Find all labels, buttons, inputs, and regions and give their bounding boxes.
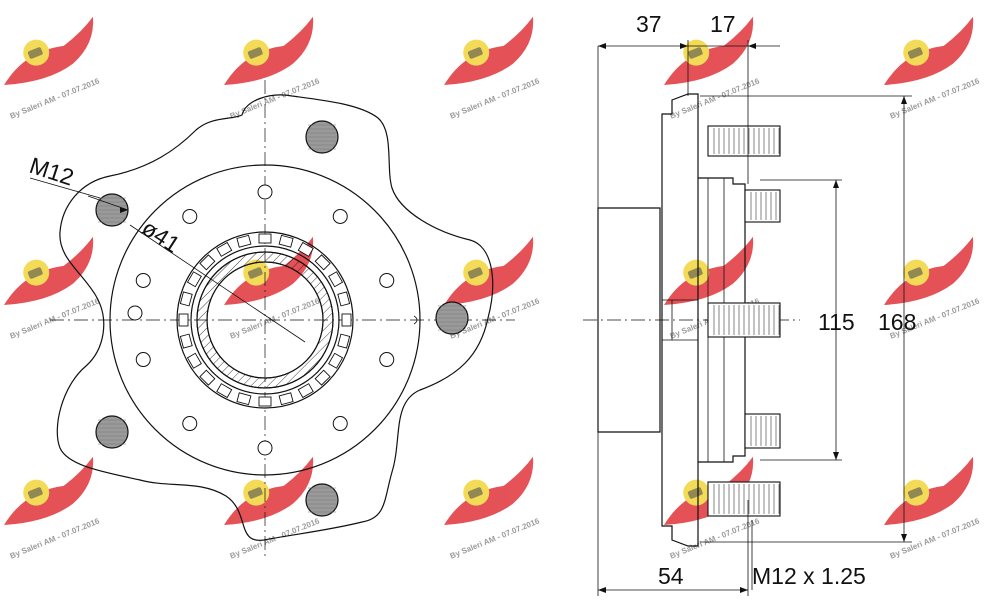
- wheel-stud: [707, 481, 781, 517]
- arrowhead: [598, 587, 606, 593]
- abs-tooth: [314, 254, 331, 271]
- abs-tooth: [216, 241, 233, 257]
- mounting-hole: [332, 208, 348, 224]
- mounting-hole: [182, 208, 198, 224]
- watermark-logo: By Saleri AM - 07.07.2016: [884, 456, 981, 561]
- mounting-hole: [257, 440, 273, 456]
- abs-teeth: [178, 233, 352, 407]
- mounting-hole: [379, 272, 395, 288]
- wheel-studs: [707, 125, 781, 517]
- thread-label: M12: [26, 152, 77, 191]
- mounting-hole: [332, 416, 348, 432]
- m12-leader: [29, 177, 101, 199]
- abs-tooth: [178, 313, 189, 327]
- arrowhead: [748, 43, 756, 49]
- front-view: M12 ø41: [26, 80, 515, 560]
- dim-length: 54: [658, 563, 684, 589]
- abs-tooth: [328, 271, 344, 288]
- watermark-logo: By Saleri AM - 07.07.2016: [224, 16, 321, 121]
- wheel-stud: [707, 302, 781, 338]
- dim-flange: 168: [878, 309, 916, 335]
- arrowhead: [598, 43, 606, 49]
- abs-tooth: [179, 291, 193, 307]
- arrowhead: [680, 43, 688, 49]
- hub-body: [597, 207, 661, 433]
- wheel-stud: [744, 189, 781, 223]
- wheel-stud: [707, 125, 781, 157]
- mounting-hole: [379, 352, 395, 368]
- flange-notch: [413, 315, 418, 325]
- arrowhead: [901, 534, 907, 542]
- abs-tooth: [236, 234, 252, 248]
- pilot-lip: [661, 299, 673, 341]
- abs-tooth: [258, 396, 272, 407]
- abs-tooth: [179, 333, 193, 349]
- side-view: 37 17 115 168 54 M12 x 1.25: [583, 11, 916, 596]
- abs-tooth: [258, 233, 272, 244]
- mounting-hole: [257, 184, 273, 200]
- abs-tooth: [297, 383, 314, 399]
- abs-tooth: [186, 271, 202, 288]
- abs-tooth: [328, 352, 344, 369]
- hub-flange: [661, 93, 699, 547]
- abs-tooth: [236, 392, 252, 406]
- mounting-holes: [127, 184, 395, 456]
- arrowhead: [833, 180, 839, 188]
- flange-outline: [56, 94, 494, 541]
- bearing-hatch: [196, 251, 334, 389]
- mounting-hole: [182, 416, 198, 432]
- arrowhead: [833, 452, 839, 460]
- dim-top-right: 17: [710, 11, 736, 37]
- abs-tooth: [216, 383, 233, 399]
- arrowhead: [740, 587, 748, 593]
- abs-tooth: [199, 369, 216, 386]
- bore-leader: [129, 224, 306, 343]
- abs-tooth: [314, 369, 331, 386]
- arrowhead: [120, 207, 128, 213]
- arrowhead: [901, 96, 907, 104]
- watermark-logo: By Saleri AM - 07.07.2016: [4, 236, 101, 341]
- wheel-stud: [744, 413, 781, 449]
- watermark-logo: By Saleri AM - 07.07.2016: [444, 16, 541, 121]
- abs-tooth: [341, 313, 352, 327]
- watermark-logo: By Saleri AM - 07.07.2016: [884, 16, 981, 121]
- dim-pcd: 115: [818, 309, 855, 335]
- abs-tooth: [337, 333, 351, 349]
- abs-ring-outer: [176, 231, 354, 409]
- abs-ring-inner: [190, 245, 340, 395]
- abs-tooth: [278, 234, 294, 248]
- abs-tooth: [278, 392, 294, 406]
- watermark-logo: By Saleri AM - 07.07.2016: [4, 16, 101, 121]
- abs-tooth: [199, 254, 216, 271]
- mounting-hole: [127, 305, 143, 321]
- mounting-hole: [135, 272, 151, 288]
- abs-tooth: [186, 352, 202, 369]
- dimension-arrows: [120, 43, 907, 593]
- dim-thread: M12 x 1.25: [752, 563, 866, 589]
- mounting-hole: [135, 352, 151, 368]
- flange-circle: [109, 164, 421, 476]
- watermark-logo: By Saleri AM - 07.07.2016: [444, 456, 541, 561]
- watermark-layer: By Saleri AM - 07.07.2016 By Saleri AM - …: [4, 16, 981, 561]
- dim-top-left: 37: [636, 11, 662, 37]
- watermark-logo: By Saleri AM - 07.07.2016: [4, 456, 101, 561]
- abs-tooth: [337, 291, 351, 307]
- bore-label: ø41: [137, 214, 184, 257]
- abs-tooth: [297, 241, 314, 257]
